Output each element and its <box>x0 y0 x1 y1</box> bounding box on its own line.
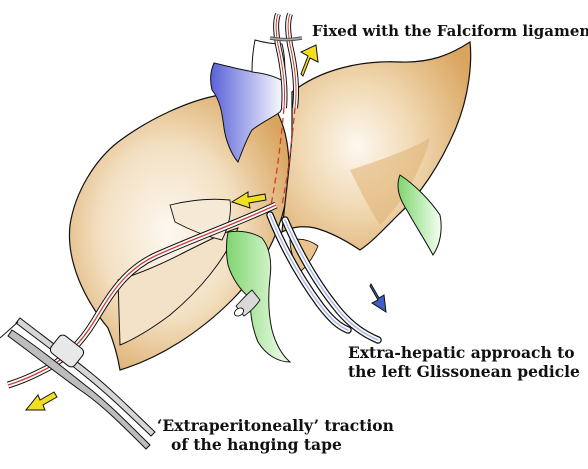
arrow-down-blue <box>370 284 386 312</box>
arrow-up-yellow <box>301 45 318 76</box>
extrahepatic-approach-line1: Extra-hepatic approach to <box>348 344 580 363</box>
extraperitoneal-traction-line2: of the hanging tape <box>157 436 394 455</box>
extrahepatic-approach-line2: the left Glissonean pedicle <box>348 363 580 382</box>
arrow-down-left-yellow <box>26 392 57 410</box>
extrahepatic-approach-label: Extra-hepatic approach to the left Gliss… <box>348 344 580 381</box>
falciform-fixation-text: Fixed with the Falciform ligament <box>312 22 588 40</box>
extraperitoneal-traction-line1: ‘Extraperitoneally’ traction <box>157 417 394 436</box>
extraperitoneal-traction-label: ‘Extraperitoneally’ traction of the hang… <box>157 417 394 454</box>
falciform-fixation-label: Fixed with the Falciform ligament <box>312 22 588 40</box>
